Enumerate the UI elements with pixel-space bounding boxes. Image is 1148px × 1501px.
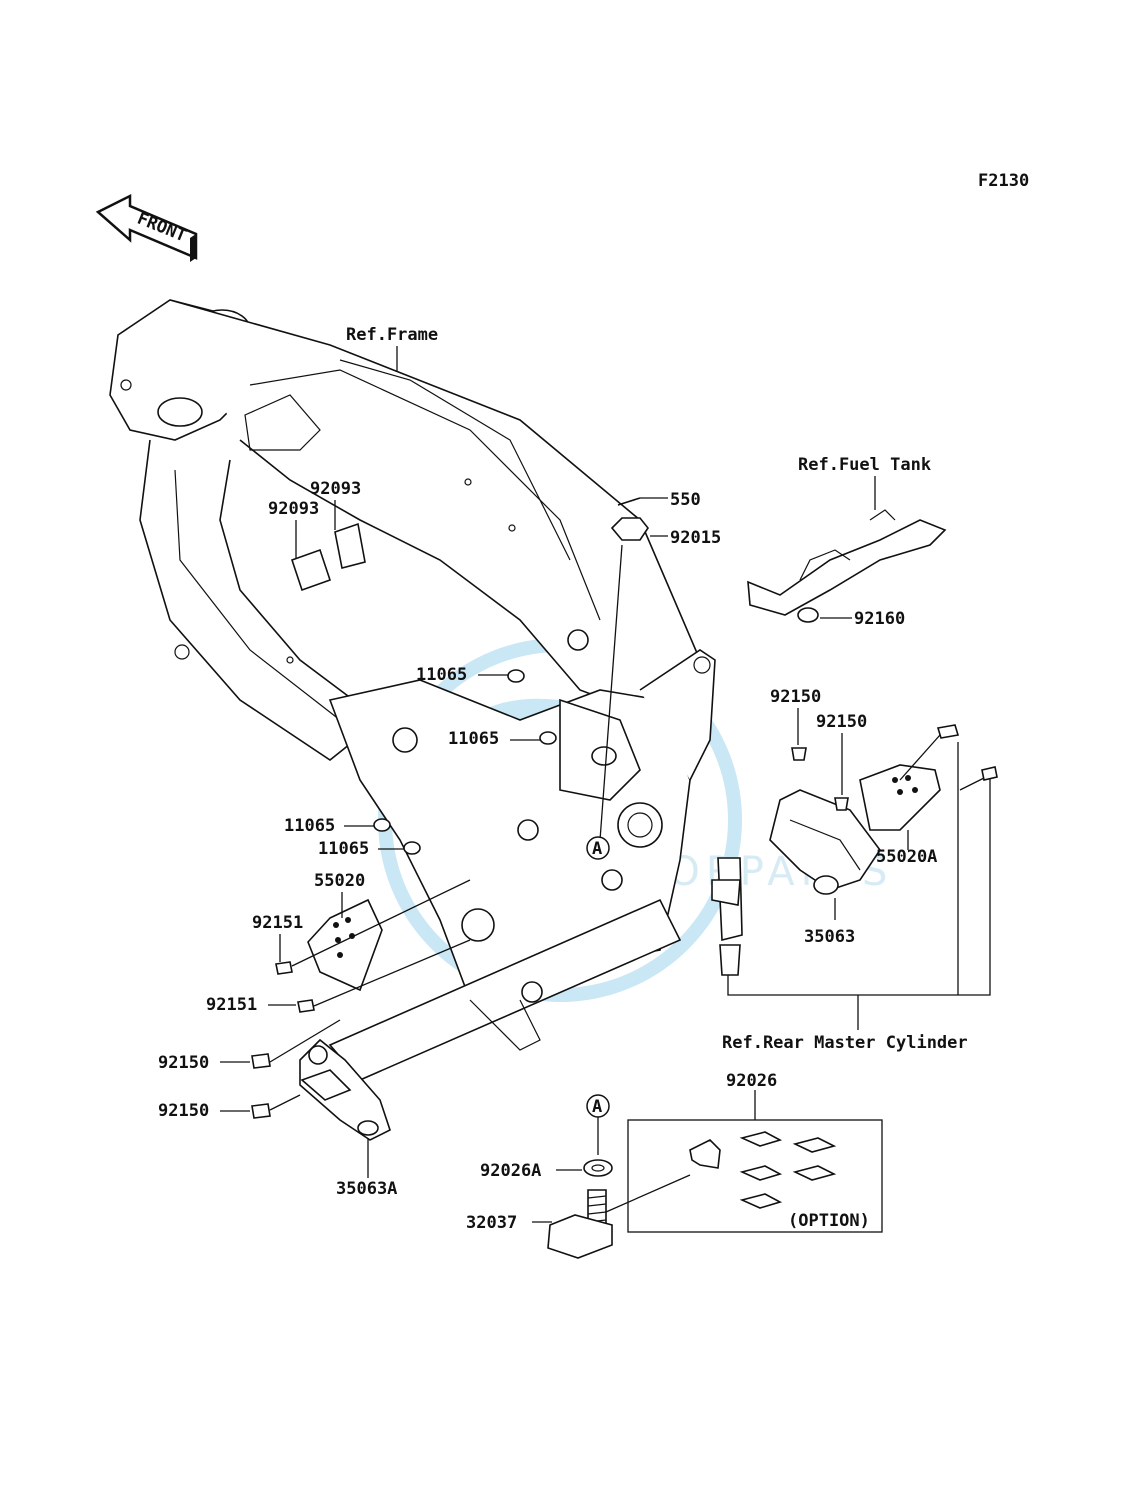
- marker-a-lower: A: [586, 1094, 610, 1118]
- bolt-92151-a: [275, 961, 293, 975]
- part-label-11065-d: 11065: [318, 839, 369, 859]
- sticker-92093-b: [334, 522, 366, 569]
- part-label-55020: 55020: [314, 871, 365, 891]
- option-label: (OPTION): [788, 1211, 870, 1231]
- part-label-55020A: 55020A: [876, 847, 937, 867]
- part-label-92151-b: 92151: [206, 995, 257, 1015]
- bolt-92150-right-b: [834, 797, 849, 811]
- ref-frame-label: Ref.Frame: [346, 325, 438, 345]
- part-label-92015: 92015: [670, 528, 721, 548]
- right-step-assembly: [711, 724, 998, 976]
- part-label-92151-a: 92151: [252, 913, 303, 933]
- main-frame: [109, 299, 716, 1081]
- heel-plate-55020A: [859, 764, 941, 831]
- bolt-92150-left-b: [251, 1103, 271, 1119]
- marker-a-upper: A: [586, 836, 610, 860]
- part-label-35063: 35063: [804, 927, 855, 947]
- part-label-92026: 92026: [726, 1071, 777, 1091]
- washer-92026A: [583, 1159, 613, 1177]
- bolt-92150-right-a: [791, 747, 807, 761]
- part-label-92150-a: 92150: [770, 687, 821, 707]
- part-label-11065-c: 11065: [284, 816, 335, 836]
- grommet-11065-a: [507, 669, 525, 683]
- part-label-32037: 32037: [466, 1213, 517, 1233]
- bolt-92150-left-a: [251, 1053, 271, 1069]
- part-label-92150-d: 92150: [158, 1101, 209, 1121]
- part-label-92093-b: 92093: [310, 479, 361, 499]
- part-label-92160: 92160: [854, 609, 905, 629]
- ref-fuel-tank-label: Ref.Fuel Tank: [798, 455, 931, 475]
- part-label-550: 550: [670, 490, 701, 510]
- fuel-tank-bracket: [747, 509, 947, 623]
- diagram-code: F2130: [978, 171, 1029, 191]
- grommet-11065-c: [373, 818, 391, 832]
- pin-550: [617, 497, 641, 506]
- svg-text:A: A: [592, 839, 602, 859]
- option-shim-box: (OPTION): [627, 1119, 883, 1233]
- nut-92015: [610, 517, 649, 541]
- adjuster-bolt-32037: [547, 1189, 613, 1259]
- front-arrow-icon: FRONT: [95, 193, 198, 262]
- part-label-92150-c: 92150: [158, 1053, 209, 1073]
- sticker-92093-a: [290, 548, 332, 592]
- grommet-11065-b: [539, 731, 557, 745]
- left-step-assembly: [299, 898, 391, 1141]
- bolt-92151-b: [297, 999, 315, 1013]
- part-label-35063A: 35063A: [336, 1179, 397, 1199]
- heel-plate-55020: [307, 898, 383, 992]
- part-label-11065-b: 11065: [448, 729, 499, 749]
- part-label-92026A: 92026A: [480, 1161, 541, 1181]
- grommet-11065-d: [403, 841, 421, 855]
- svg-text:A: A: [592, 1097, 602, 1117]
- part-label-11065-a: 11065: [416, 665, 467, 685]
- ref-rear-master-cylinder-label: Ref.Rear Master Cylinder: [722, 1033, 968, 1053]
- part-label-92093-a: 92093: [268, 499, 319, 519]
- part-label-92150-b: 92150: [816, 712, 867, 732]
